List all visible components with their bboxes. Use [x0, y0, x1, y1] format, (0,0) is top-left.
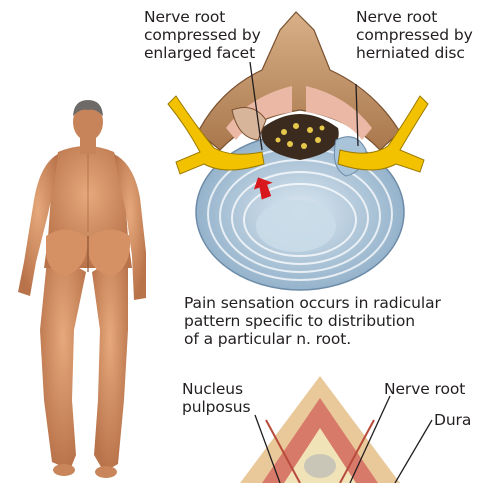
label-dura: Dura	[434, 411, 471, 429]
label-nucleus: Nucleus pulposus	[182, 380, 250, 416]
label-nerve-root: Nerve root	[384, 380, 465, 398]
human-figure	[18, 100, 146, 478]
dura-inset	[240, 376, 400, 483]
label-facet: Nerve root compressed by enlarged facet	[144, 8, 261, 62]
label-disc: Nerve root compressed by herniated disc	[356, 8, 473, 62]
label-pain: Pain sensation occurs in radicular patte…	[184, 294, 441, 348]
